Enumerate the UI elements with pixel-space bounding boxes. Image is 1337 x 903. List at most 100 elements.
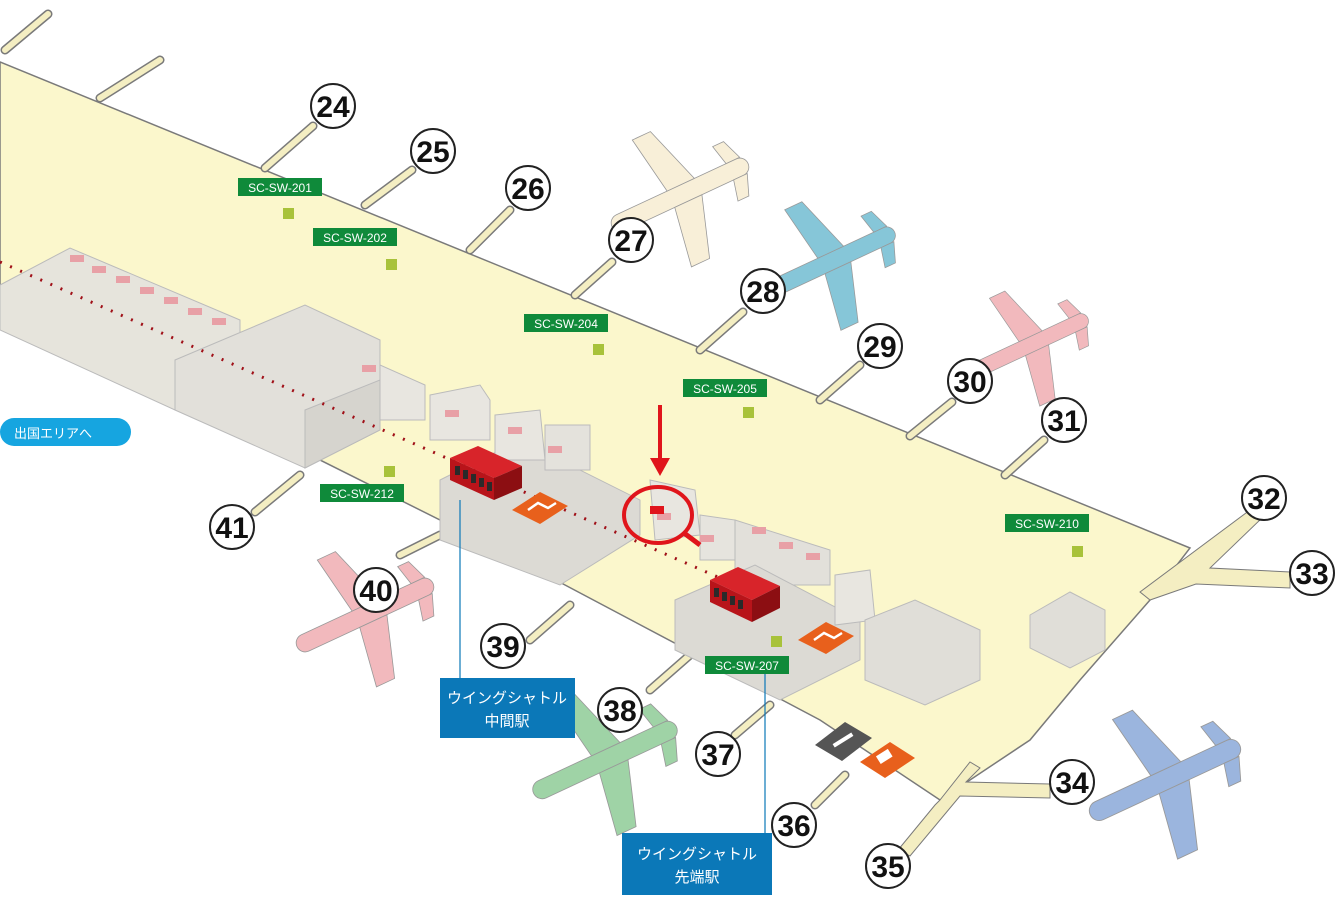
- shop-marker: [806, 553, 820, 560]
- gate-29: 29: [857, 323, 903, 369]
- wifi-spot-sc-sw-201[interactable]: SC-SW-201: [238, 178, 322, 196]
- shop-markers: [70, 255, 820, 560]
- gate-32: 32: [1241, 475, 1287, 521]
- plane-gate-28: [764, 201, 896, 331]
- shop-marker: [548, 446, 562, 453]
- location-marker-icon: [622, 485, 702, 547]
- station-end-line2: 先端駅: [674, 868, 719, 886]
- shop-marker: [188, 308, 202, 315]
- gate-36: 36: [771, 802, 817, 848]
- station-label-middle[interactable]: ウイングシャトル 中間駅: [440, 678, 575, 738]
- gate-number: 32: [1247, 483, 1280, 516]
- concourse-floor: [0, 61, 1192, 801]
- wifi-spot-sc-sw-202[interactable]: SC-SW-202: [313, 228, 397, 246]
- smoking-icon: [815, 722, 872, 761]
- departure-area-label: 出国エリアへ: [14, 427, 92, 442]
- gate-37: 37: [695, 731, 741, 777]
- station-label-end[interactable]: ウイングシャトル 先端駅: [622, 833, 772, 895]
- gate-35: 35: [865, 843, 911, 889]
- escalator-icon: [798, 622, 854, 654]
- wifi-cube-markers: [283, 208, 1083, 647]
- shop-marker: [657, 513, 671, 520]
- shop-marker: [70, 255, 84, 262]
- jet-bridge-fill: [97, 57, 163, 101]
- cafe-icon: [860, 742, 915, 778]
- wifi-spot-label: SC-SW-212: [330, 487, 394, 501]
- gate-31: 31: [1041, 397, 1087, 443]
- shop-marker: [508, 427, 522, 434]
- gate-34: 34: [1049, 759, 1095, 805]
- shuttle-train-middle: [450, 446, 522, 500]
- shop-marker: [212, 318, 226, 325]
- gate-number: 29: [863, 331, 896, 364]
- plane-gate-30: [971, 290, 1089, 407]
- gate-38: 38: [597, 687, 643, 733]
- plane-gate-34: [1088, 709, 1242, 860]
- wifi-spot-label: SC-SW-205: [693, 382, 757, 396]
- aircraft: [295, 131, 1242, 860]
- station-middle-line1: ウイングシャトル: [447, 689, 567, 707]
- shop-marker: [116, 276, 130, 283]
- shop-marker: [140, 287, 154, 294]
- gate-numbers: 24 25 26 27 28 29 30 31 32 33 34 35 36 37 38 39 40 41: [209, 83, 1335, 889]
- gate-number: 25: [416, 136, 449, 169]
- wifi-spot-sc-sw-205[interactable]: SC-SW-205: [683, 379, 767, 397]
- gate-30: 30: [947, 358, 993, 404]
- gate-number: 38: [603, 695, 636, 728]
- jet-bridge-fill: [262, 123, 316, 171]
- gate-40: 40: [353, 567, 399, 613]
- gate-33: 33: [1289, 550, 1335, 596]
- gate-number: 35: [871, 851, 904, 884]
- jet-bridge-fill: [732, 702, 773, 738]
- gate-number: 30: [953, 366, 986, 399]
- gate-24: 24: [310, 83, 356, 129]
- jet-bridge-fill: [647, 652, 693, 693]
- wifi-spot-sc-sw-210[interactable]: SC-SW-210: [1005, 514, 1089, 532]
- jet-bridges: [0, 9, 1049, 810]
- gate-number: 41: [215, 512, 248, 545]
- jet-bridge-fill: [812, 772, 848, 808]
- jet-bridge-fill: [572, 259, 615, 298]
- gate-34-35-corridor: [897, 761, 1051, 857]
- station-middle-line2: 中間駅: [484, 712, 529, 730]
- wifi-spot-sc-sw-212[interactable]: SC-SW-212: [320, 484, 404, 502]
- wifi-spot-labels: SC-SW-201SC-SW-202SC-SW-204SC-SW-205SC-S…: [238, 178, 1089, 674]
- jet-bridge-fill: [2, 11, 51, 53]
- shop-marker: [445, 410, 459, 417]
- gate-number: 31: [1047, 405, 1080, 438]
- gate-28: 28: [740, 268, 786, 314]
- jet-bridge-fill: [1002, 437, 1047, 478]
- wifi-spot-label: SC-SW-207: [715, 659, 779, 673]
- shop-marker: [164, 297, 178, 304]
- shop-marker: [700, 535, 714, 542]
- jet-bridge-fill: [362, 167, 415, 208]
- gate-41: 41: [209, 504, 255, 550]
- gate-number: 40: [359, 575, 392, 608]
- shuttle-train-end: [710, 567, 780, 622]
- gate-39: 39: [480, 623, 526, 669]
- shop-marker: [779, 542, 793, 549]
- gate-number: 27: [614, 225, 647, 258]
- jet-bridge-fill: [527, 602, 573, 643]
- gate-number: 37: [701, 739, 734, 772]
- gate-number: 39: [486, 631, 519, 664]
- wifi-spot-sc-sw-207[interactable]: SC-SW-207: [705, 656, 789, 674]
- station-end-line1: ウイングシャトル: [637, 845, 757, 863]
- departure-area-button[interactable]: 出国エリアへ: [0, 418, 131, 446]
- gate-number: 24: [316, 91, 350, 124]
- gate-27: 27: [608, 217, 654, 263]
- wifi-spot-label: SC-SW-201: [248, 181, 312, 195]
- shop-marker: [752, 527, 766, 534]
- jet-bridge-fill: [252, 472, 303, 515]
- plane-gate-27: [610, 131, 750, 268]
- jet-bridge-fill: [697, 309, 746, 353]
- gate-26: 26: [505, 165, 551, 211]
- wifi-spot-label: SC-SW-204: [534, 317, 598, 331]
- wifi-spot-sc-sw-204[interactable]: SC-SW-204: [524, 314, 608, 332]
- escalator-icon: [512, 492, 568, 524]
- gate-number: 26: [511, 173, 544, 206]
- jet-bridge-fill: [397, 532, 443, 558]
- gate-number: 28: [746, 276, 779, 309]
- shop-marker: [362, 365, 376, 372]
